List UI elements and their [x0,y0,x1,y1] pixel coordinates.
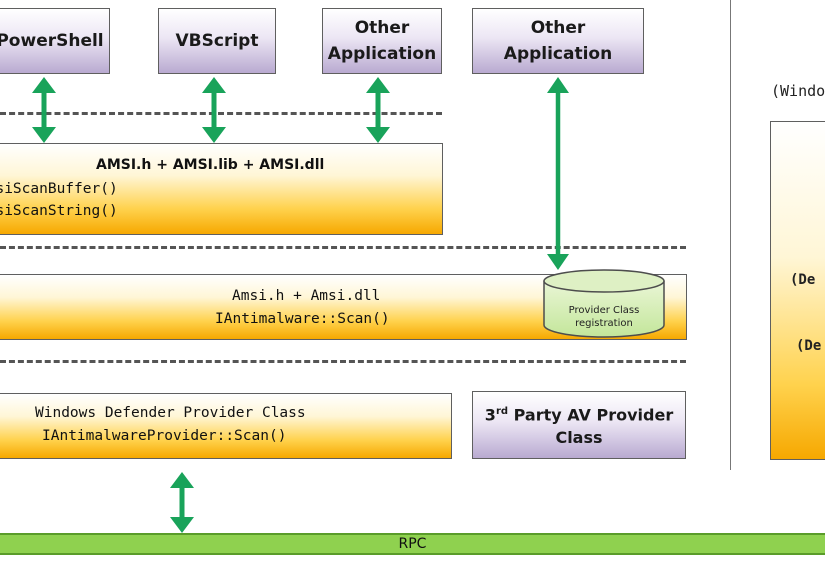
arrow-powershell [32,77,56,143]
vbscript-box: VBScript [158,8,276,74]
amsi-dll-header: Amsi.h + Amsi.dll [232,288,381,304]
third-party-provider-label: 3rd Party AV Provider Class [484,405,674,447]
right-panel-line-1: (De [790,272,816,288]
separator-1 [0,112,442,115]
defender-provider-box [0,393,452,459]
other-application-label-1: Other Application [327,18,437,64]
provider-registration-cylinder [543,269,665,338]
right-panel-line-2: (De [796,338,822,354]
other-application-box-2: Other Application [472,8,644,74]
arrow-vbscript [202,77,226,143]
amsi-scan-string-fn: AmsiScanString() [0,203,118,219]
rpc-label: RPC [398,536,427,552]
amsi-scan-buffer-fn: AmsiScanBuffer() [0,181,118,197]
arrow-other-application-2 [547,77,569,270]
powershell-box: PowerShell [0,8,110,74]
iantimalwareprovider-scan-fn: IAntimalwareProvider::Scan() [42,428,287,444]
provider-registration-label: Provider Class registration [568,305,640,329]
arrow-other-application-1 [366,77,390,143]
other-application-box-1: Other Application [322,8,442,74]
right-panel-box [770,121,825,460]
separator-2 [0,246,686,249]
defender-provider-class: Windows Defender Provider Class [35,405,306,421]
third-party-provider-box: 3rd Party AV Provider Class [472,391,686,459]
right-panel-title: (Windows [771,82,825,100]
amsi-api-layer [0,143,443,235]
vbscript-label: VBScript [175,31,259,51]
iantimalware-scan-fn: IAntimalware::Scan() [215,311,390,327]
other-application-label-2: Other Application [503,18,613,64]
arrow-rpc [170,472,194,533]
powershell-label: PowerShell [0,31,104,51]
amsi-api-header: AMSI.h + AMSI.lib + AMSI.dll [96,157,325,173]
separator-3 [0,360,686,363]
rpc-bar: RPC [0,533,825,555]
panel-divider [730,0,731,470]
